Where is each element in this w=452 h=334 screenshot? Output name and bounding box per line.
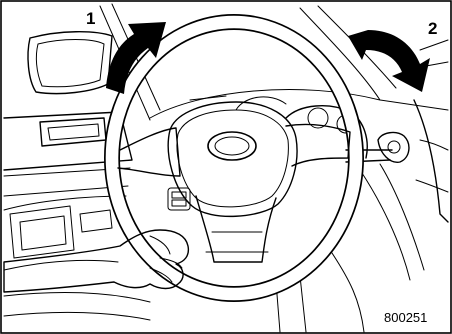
arrow-1-label: 1 xyxy=(86,9,95,28)
arrow-2-label: 2 xyxy=(428,19,437,38)
figure-number: 800251 xyxy=(384,310,427,325)
